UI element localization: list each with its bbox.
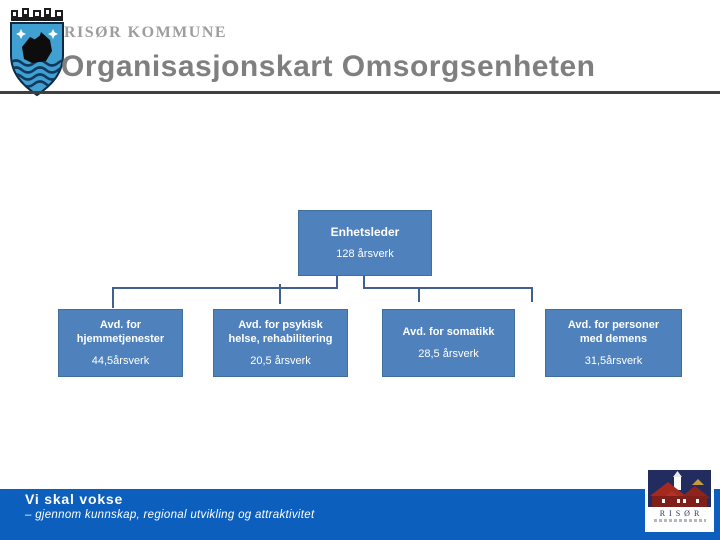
org-node-title: Avd. for personer med demens (567, 319, 660, 345)
connector-stub-child3 (418, 287, 420, 302)
connector-right-horizontal (363, 287, 533, 289)
logo-tagline-line (653, 519, 706, 522)
kommune-name: RISØR KOMMUNE (64, 24, 228, 41)
footer-slogan: Vi skal vokse (25, 491, 124, 507)
connector-right-stem (363, 276, 365, 289)
org-node-value: 128 årsverk (336, 248, 394, 260)
org-node-hjemmetjenester: Avd. for hjemmetjenester 44,5årsverk (58, 309, 183, 377)
org-node-title: Avd. for hjemmetjenester (76, 319, 165, 345)
logo-word: RISØR (659, 509, 704, 518)
org-node-title: Avd. for psykisk helse, rehabilitering (228, 319, 333, 345)
org-node-title: Enhetsleder (330, 225, 400, 239)
org-node-psykisk-helse: Avd. for psykisk helse, rehabilitering 2… (213, 309, 348, 377)
connector-stub-child2 (279, 284, 281, 304)
org-node-value: 20,5 årsverk (250, 355, 311, 367)
footer-band (0, 489, 720, 540)
org-node-somatikk: Avd. for somatikk 28,5 årsverk (382, 309, 515, 377)
org-node-personer-demens: Avd. for personer med demens 31,5årsverk (545, 309, 682, 377)
risor-town-logo: RISØR (645, 467, 714, 532)
org-node-title: Avd. for somatikk (402, 326, 495, 338)
org-node-value: 28,5 årsverk (418, 348, 479, 360)
connector-stub-child4 (531, 287, 533, 302)
page-title: Organisasjonskart Omsorgsenheten (61, 50, 596, 83)
org-node-value: 31,5årsverk (584, 355, 643, 367)
connector-stub-child1 (112, 287, 114, 308)
title-divider (0, 91, 720, 94)
connector-left-stem (336, 276, 338, 289)
connector-left-horizontal (112, 287, 338, 289)
footer-tagline: – gjennom kunnskap, regional utvikling o… (25, 509, 315, 521)
risor-coat-of-arms-icon (10, 8, 64, 97)
risor-town-logo-icon (648, 470, 711, 507)
org-node-enhetsleder: Enhetsleder 128 årsverk (298, 210, 432, 276)
org-node-value: 44,5årsverk (91, 355, 150, 367)
